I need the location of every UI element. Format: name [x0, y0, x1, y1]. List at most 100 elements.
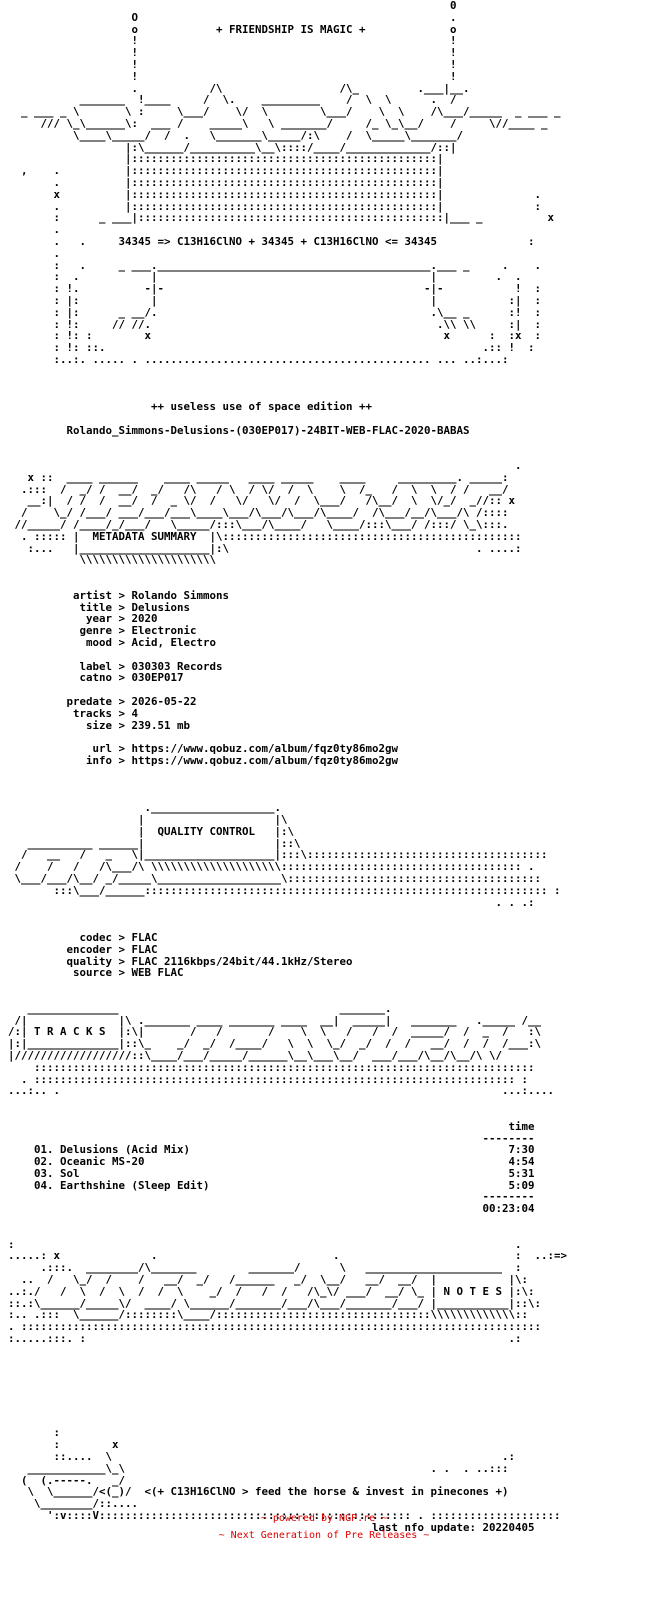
ascii-art-quality: . . .: [495, 895, 535, 909]
ascii-art-notes: ____________\_\ . . . ..::: [27, 1461, 509, 1475]
ascii-art-header: : |: | | :| : [53, 293, 542, 307]
metadata-row: tracks > 4 [73, 706, 139, 720]
ascii-art-notes: : . [8, 1237, 522, 1251]
ascii-art-header: |:::::::::::::::::::::::::::::::::::::::… [125, 152, 444, 166]
ascii-art-notes: ::.:\______/_____\/ ____/ \______/______… [8, 1296, 542, 1310]
ascii-art-header: . /\ /\_ .___|__. [131, 81, 470, 95]
ascii-art-header: . [53, 246, 61, 260]
track-row: 02. Oceanic MS-20 4:54 [34, 1155, 535, 1169]
ascii-art-header: : _ ___|::::::::::::::::::::::::::::::::… [53, 211, 555, 225]
track-row: 03. Sol 5:31 [34, 1166, 535, 1180]
track-row: 01. Delusions (Acid Mix) 7:30 [34, 1143, 535, 1157]
ascii-art-header: ++ useless use of space edition ++ [151, 400, 373, 414]
ascii-art-quality: :::\___/______::::::::::::::::::::::::::… [53, 883, 561, 897]
ascii-art-tracks: /| |\ ._______ ____ _______ ____ __| ___… [14, 1013, 542, 1027]
metadata-row: url > https://www.qobuz.com/album/fqz0ty… [92, 742, 399, 756]
ascii-art-header: ! ! [131, 57, 457, 71]
ascii-art-header: . |:::::::::::::::::::::::::::::::::::::… [53, 175, 444, 189]
tracks-header: time [508, 1119, 535, 1133]
ascii-art-header: . [53, 223, 61, 237]
ascii-art-header: O . [131, 10, 457, 24]
metadata-row: mood > Acid, Electro [86, 636, 217, 650]
footer-powered-by: ~ powered by NGP.re ~ [260, 1513, 388, 1524]
ascii-art-notes: :.....:::. : .: [8, 1332, 522, 1346]
ascii-art-quality: | QUALITY CONTROL |:\ [138, 824, 295, 838]
ascii-art-tracks: ...:.. . ...:.... [8, 1084, 555, 1098]
ascii-art-quality: / __ / _ \|____________________|:::\::::… [21, 848, 548, 862]
metadata-row: artist > Rolando Simmons [73, 588, 230, 602]
ascii-art-notes: .:::. ________/\_______ _______/ \ _____… [40, 1261, 522, 1275]
ascii-art-header: : !: ::. .:: ! : [53, 341, 535, 355]
ascii-art-tracks: |:|______________|::\_ _/ _/ /____/ \ \ … [8, 1037, 542, 1051]
ascii-art-metadata: __:| / / / __/ / _ \/ / \/ \/ / \___/ /\… [27, 494, 516, 508]
metadata-row: title > Delusions [79, 600, 191, 614]
ascii-art-notes: .. / \_/ / / __/ _/ /______ _/ \__/ __/ … [21, 1273, 529, 1287]
ascii-art-quality: \___/___/\__/ _/_____\__________________… [14, 871, 542, 885]
ascii-art-notes: ( (.-----. _/ [21, 1473, 126, 1487]
ascii-art-header: : . _ ___.______________________________… [53, 258, 542, 272]
quality-row: codec > FLAC [79, 930, 158, 944]
ascii-art-header: /// \_\______\: ___ / _____\ \ _______/ … [40, 116, 548, 130]
ascii-art-metadata: :... |____________________|:\ . ....: [27, 541, 522, 555]
metadata-row: size > 239.51 mb [86, 718, 191, 732]
ascii-art-header: . . 34345 => C13H16ClNO + 34345 + C13H16… [53, 234, 535, 248]
ascii-art-notes: : x [53, 1438, 119, 1452]
tracks-total-time: 00:23:04 [482, 1202, 535, 1216]
last-update: last nfo update: 20220405 [372, 1520, 535, 1534]
ascii-art-header: |:\______/__________\__\::::/____/______… [125, 140, 457, 154]
release-name: Rolando_Simmons-Delusions-(030EP017)-24B… [66, 423, 470, 437]
ascii-art-notes: : [53, 1426, 61, 1440]
ascii-art-notes: \________/::.... [34, 1497, 139, 1511]
ascii-art-tracks: . ::::::::::::::::::::::::::::::::::::::… [21, 1072, 529, 1086]
ascii-art-header: x |:::::::::::::::::::::::::::::::::::::… [53, 187, 542, 201]
quality-row: quality > FLAC 2116kbps/24bit/44.1kHz/St… [66, 954, 353, 968]
ascii-art-quality: .___________________. [144, 801, 282, 815]
nfo-text: 0 O . o + FRIENDSHIP IS MAGIC + o ! [8, 0, 567, 1534]
ascii-art-header: _______ !____ / \. _________ / \ \ . / [79, 93, 457, 107]
ascii-art-quality: / / / /\___/\ \\\\\\\\\\\\\\\\\\\\::::::… [14, 860, 535, 874]
quality-row: source > WEB FLAC [73, 966, 184, 980]
metadata-row: year > 2020 [86, 612, 158, 626]
metadata-row: predate > 2026-05-22 [66, 695, 197, 709]
ascii-art-header: : |: _ __/. .\__ _ :! : [53, 305, 542, 319]
tracks-rule: -------- [482, 1190, 535, 1204]
ascii-art-notes: :.. .::: \______/::::::::\____/:::::::::… [8, 1308, 529, 1322]
ascii-art-notes: ':v::::V::::::::::::::::::::::::::::::::… [47, 1509, 561, 1522]
ascii-art-header: , . |:::::::::::::::::::::::::::::::::::… [21, 164, 444, 178]
ascii-art-tracks: ::::::::::::::::::::::::::::::::::::::::… [34, 1060, 535, 1074]
footer-tagline: ~ Next Generation of Pre Releases ~ [218, 1530, 430, 1541]
ascii-art-metadata: .::: / _/ / __/ _/ /\ / \ / \/ / \ \ /_ … [21, 482, 509, 496]
ascii-art-header: : !. -|- -|- ! : [53, 282, 542, 296]
ascii-art-metadata: / \_/ /___/ ___/___/___\____\___/\___/\_… [21, 506, 509, 520]
metadata-row: info > https://www.qobuz.com/album/fqz0t… [86, 754, 399, 767]
metadata-row: catno > 030EP017 [79, 671, 184, 685]
ascii-art-metadata: . [515, 459, 522, 473]
ascii-art-notes: ..:./ / \ / \ / / \ _/ / / / /\_\/ ___/ … [8, 1284, 535, 1298]
ascii-art-quality: | |\ [138, 812, 288, 826]
ascii-art-metadata: //_____/ /____/_/___/ \_____/:::\___/\__… [14, 518, 509, 532]
ascii-art-header: 0 [450, 0, 457, 12]
ascii-art-header: : !: : x x : :x : [53, 329, 542, 343]
ascii-art-metadata: x :: ____ ______ ____ _____ ____ _____ _… [27, 470, 509, 484]
ascii-art-header: : . | | . . [53, 270, 522, 284]
ascii-art-header: o + FRIENDSHIP IS MAGIC + o [131, 22, 457, 36]
ascii-art-tracks: /:| T R A C K S |:\| / / / \ \ / / / ___… [8, 1025, 542, 1039]
metadata-row: genre > Electronic [79, 624, 197, 638]
ascii-art-header: ! ! [131, 34, 457, 48]
quality-row: encoder > FLAC [66, 942, 158, 956]
ascii-art-metadata: \\\\\\\\\\\\\\\\\\\\\ [79, 553, 217, 567]
ascii-art-header: : !: // //. .\\ \\ :| : [53, 317, 542, 331]
ascii-art-metadata: . ::::: | METADATA SUMMARY |\:::::::::::… [21, 529, 522, 543]
tracks-rule: -------- [482, 1131, 535, 1145]
ascii-art-header: _ ___ _ \ \ : \___/ \/ \ \___/ \ \ /\___… [21, 105, 561, 119]
ascii-art-notes: ::.... \ .: [53, 1450, 516, 1464]
ascii-art-header: ! ! [131, 46, 457, 60]
ascii-art-header: \____\_____/ / . \_______\_____/:\ / \__… [73, 128, 464, 142]
ascii-art-notes: . ::::::::::::::::::::::::::::::::::::::… [8, 1320, 542, 1334]
ascii-art-notes: .....: x . . : ..:=> [8, 1249, 568, 1263]
ascii-art-quality: __________ ______| |::\ [27, 836, 301, 850]
ascii-art-header: ! ! [131, 69, 457, 83]
ascii-art-notes: \ \______/<(_)/ <(+ C13H16ClNO > feed th… [27, 1485, 509, 1499]
ascii-art-header: . |:::::::::::::::::::::::::::::::::::::… [53, 199, 542, 213]
metadata-row: label > 030303 Records [79, 659, 223, 673]
